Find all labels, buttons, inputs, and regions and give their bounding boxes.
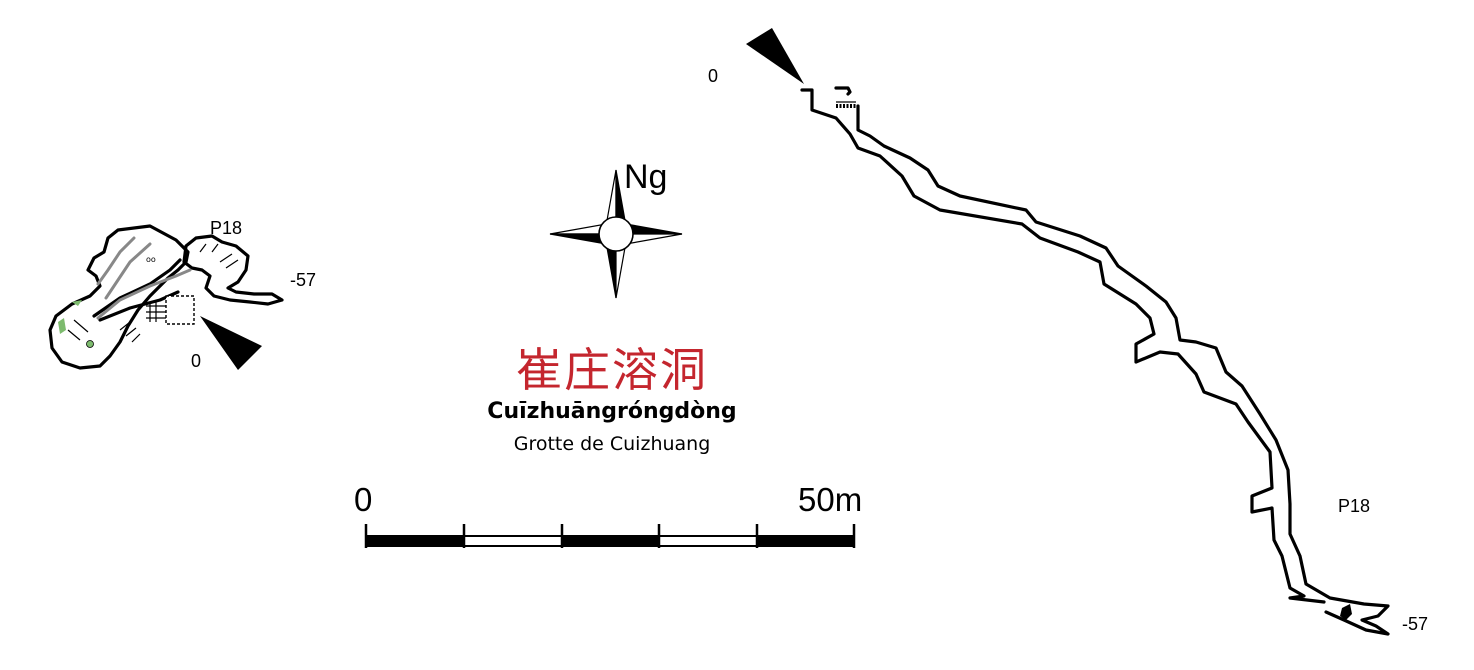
title-chinese: 崔庄溶洞 xyxy=(516,343,708,397)
plan-water-patch xyxy=(58,318,66,334)
plan-water-pool xyxy=(86,340,94,348)
plan-pitch-shaft xyxy=(165,295,195,325)
scale-start-label: 0 xyxy=(354,481,372,518)
section-pitch-label: P18 xyxy=(1338,496,1370,516)
section-entrance-icon xyxy=(746,28,804,84)
plan-entrance-icon xyxy=(200,316,262,370)
section-bottom-depth: -57 xyxy=(1402,614,1428,634)
plan-grey-passage xyxy=(96,236,152,300)
scale-bar xyxy=(364,524,856,548)
plan-view: oo P18 -57 0 xyxy=(48,218,316,371)
plan-grey-passage-2 xyxy=(96,268,192,320)
plan-water-patch-2 xyxy=(72,300,82,306)
compass-north-label: Ng xyxy=(624,158,667,196)
scale-end-label: 50m xyxy=(798,481,862,518)
plan-upper-lobe xyxy=(182,234,284,306)
section-entrance-depth: 0 xyxy=(708,66,718,86)
section-wall-right xyxy=(834,86,1390,636)
plan-bottom-depth: -57 xyxy=(290,270,316,290)
plan-entrance-depth: 0 xyxy=(191,351,201,371)
plan-outline xyxy=(48,224,190,370)
section-wall-left xyxy=(800,88,1326,604)
plan-detail-lines xyxy=(67,243,239,343)
title-pinyin: Cuīzhuāngróngdòng xyxy=(487,399,736,424)
plan-hatch xyxy=(146,302,166,322)
plan-rock-mark: oo xyxy=(146,255,156,264)
section-view: 0 P18 -57 xyxy=(708,28,1428,636)
section-boulder xyxy=(1340,604,1352,620)
title-french: Grotte de Cuizhuang xyxy=(514,433,711,455)
compass-rose-icon xyxy=(549,169,683,299)
plan-pitch-label: P18 xyxy=(210,218,242,238)
